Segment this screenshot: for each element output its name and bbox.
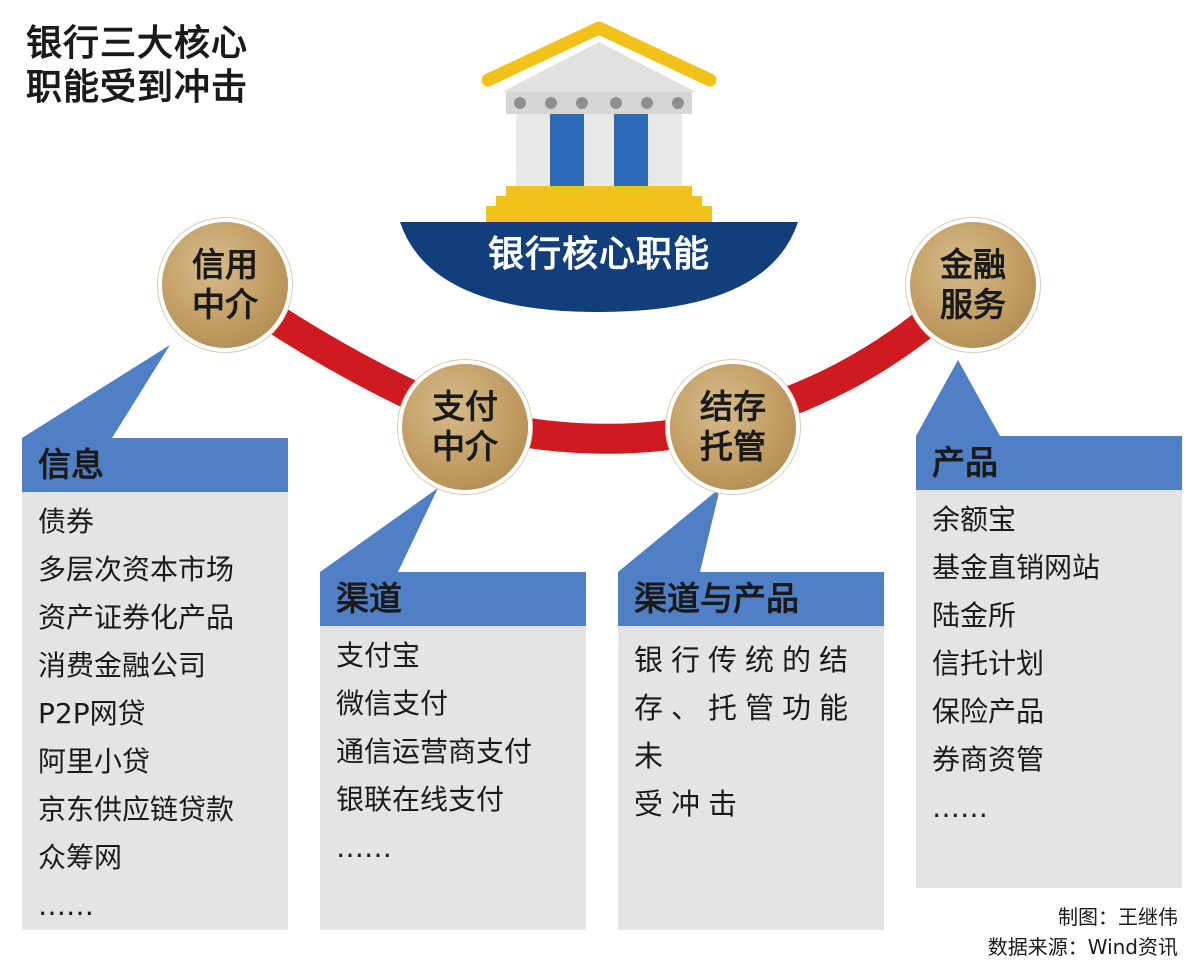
bank-entablature xyxy=(506,92,692,114)
list-item: 基金直销网站 xyxy=(932,551,1101,584)
credits: 制图：王继伟 数据来源：Wind资讯 xyxy=(988,902,1178,962)
page-title: 银行三大核心 职能受到冲击 xyxy=(26,22,248,110)
list-item: 债券 xyxy=(38,505,95,538)
list-item: 支付宝 xyxy=(336,639,421,672)
bank-core-label: 银行核心职能 xyxy=(487,234,710,275)
node-credit-line2: 中介 xyxy=(192,285,258,324)
bank-column xyxy=(550,114,584,186)
node-payment-intermediary: 支付 中介 xyxy=(402,364,528,490)
bank-bolt xyxy=(576,97,588,109)
bank-column xyxy=(614,114,648,186)
text-line: 存、托管功能未 xyxy=(634,691,857,773)
bank-building-icon xyxy=(400,21,798,312)
panel-products: 产品 余额宝 基金直销网站 陆金所 信托计划 保险产品 券商资管 …… xyxy=(916,436,1182,888)
pointer-channels-products xyxy=(618,488,720,572)
bank-step-1 xyxy=(486,206,712,222)
node-finance-line2: 服务 xyxy=(940,285,1006,324)
list-item: 保险产品 xyxy=(932,695,1045,728)
bank-column xyxy=(584,114,614,186)
node-custody: 结存 托管 xyxy=(670,364,796,490)
panel-channels-products: 渠道与产品 银行传统的结 存、托管功能未 受冲击 xyxy=(618,572,884,930)
list-item: …… xyxy=(336,831,392,864)
node-finance-line1: 金融 xyxy=(940,245,1006,284)
node-payment-line2: 中介 xyxy=(432,427,498,466)
credit-source: 数据来源：Wind资讯 xyxy=(987,935,1178,959)
list-item: 多层次资本市场 xyxy=(38,553,235,586)
list-item: 资产证券化产品 xyxy=(38,601,235,634)
credit-maker: 制图：王继伟 xyxy=(1058,905,1178,929)
panel-channels: 渠道 支付宝 微信支付 通信运营商支付 银联在线支付 …… xyxy=(320,572,586,930)
panel-info-list: 债券 多层次资本市场 资产证券化产品 消费金融公司 P2P网贷 阿里小贷 京东供… xyxy=(22,492,288,930)
panel-products-list: 余额宝 基金直销网站 陆金所 信托计划 保险产品 券商资管 …… xyxy=(916,490,1182,832)
list-item: 券商资管 xyxy=(932,743,1045,776)
panel-info-title: 信息 xyxy=(22,438,288,492)
bank-pediment xyxy=(502,42,696,92)
bank-step-3 xyxy=(506,186,692,197)
pointer-products xyxy=(916,360,1000,436)
panel-channels-products-title: 渠道与产品 xyxy=(618,572,884,626)
list-item: 众筹网 xyxy=(38,841,123,874)
node-credit-line1: 信用 xyxy=(192,245,258,284)
panel-info: 信息 债券 多层次资本市场 资产证券化产品 消费金融公司 P2P网贷 阿里小贷 … xyxy=(22,438,288,930)
node-credit-intermediary: 信用 中介 xyxy=(162,222,288,348)
pointer-channels xyxy=(320,488,438,572)
text-line: 银行传统的结 xyxy=(634,643,857,677)
list-item: 通信运营商支付 xyxy=(336,735,533,768)
bank-bolt xyxy=(545,97,557,109)
page-title-line2: 职能受到冲击 xyxy=(26,67,249,108)
bank-roof xyxy=(481,21,717,87)
list-item: 银联在线支付 xyxy=(336,783,505,816)
bank-column xyxy=(648,114,682,186)
bank-bolt xyxy=(672,97,684,109)
node-financial-services: 金融 服务 xyxy=(910,222,1036,348)
page-title-line1: 银行三大核心 xyxy=(26,23,249,64)
list-item: 微信支付 xyxy=(336,687,449,720)
list-item: …… xyxy=(932,791,988,824)
list-item: 陆金所 xyxy=(932,599,1017,632)
list-item: P2P网贷 xyxy=(38,697,146,730)
node-custody-line2: 托管 xyxy=(700,427,766,466)
panel-channels-products-text: 银行传统的结 存、托管功能未 受冲击 xyxy=(618,626,884,828)
bank-bolt xyxy=(610,97,622,109)
list-item: …… xyxy=(38,889,94,922)
list-item: 余额宝 xyxy=(932,503,1017,536)
panel-channels-title: 渠道 xyxy=(320,572,586,626)
node-payment-line1: 支付 xyxy=(432,387,498,426)
list-item: 阿里小贷 xyxy=(38,745,151,778)
panel-channels-list: 支付宝 微信支付 通信运营商支付 银联在线支付 …… xyxy=(320,626,586,872)
bank-bolt xyxy=(641,97,653,109)
panel-products-title: 产品 xyxy=(916,436,1182,490)
list-item: 信托计划 xyxy=(932,647,1045,680)
bank-step-2 xyxy=(496,196,702,207)
text-line: 受冲击 xyxy=(634,787,746,821)
list-item: 消费金融公司 xyxy=(38,649,207,682)
list-item: 京东供应链贷款 xyxy=(38,793,235,826)
red-connector-curve xyxy=(210,270,985,454)
bank-bowl xyxy=(400,222,798,312)
node-custody-line1: 结存 xyxy=(700,387,766,426)
pointer-info xyxy=(22,345,170,438)
bank-column xyxy=(516,114,550,186)
bank-bolt xyxy=(514,97,526,109)
